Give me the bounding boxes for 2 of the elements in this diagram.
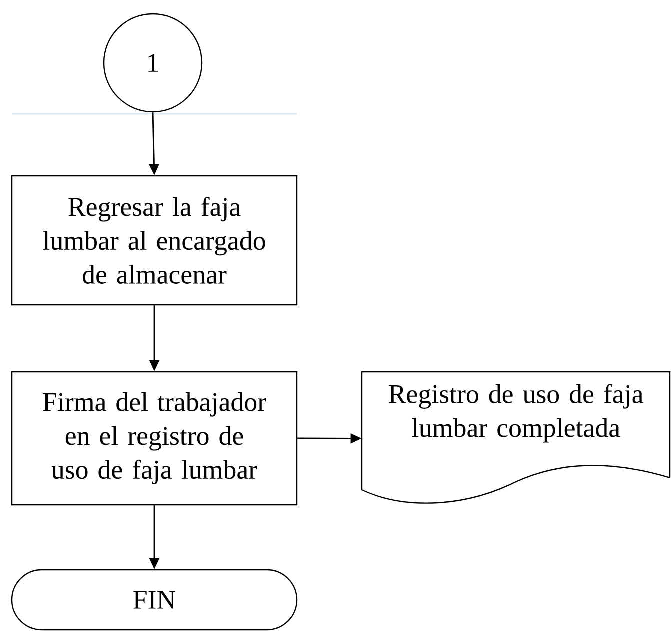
process-box: Firma del trabajador en el registro de uso de faja lumbar [11,371,298,506]
process-box: Regresar la faja lumbar al encargado de almacenar [11,175,298,306]
